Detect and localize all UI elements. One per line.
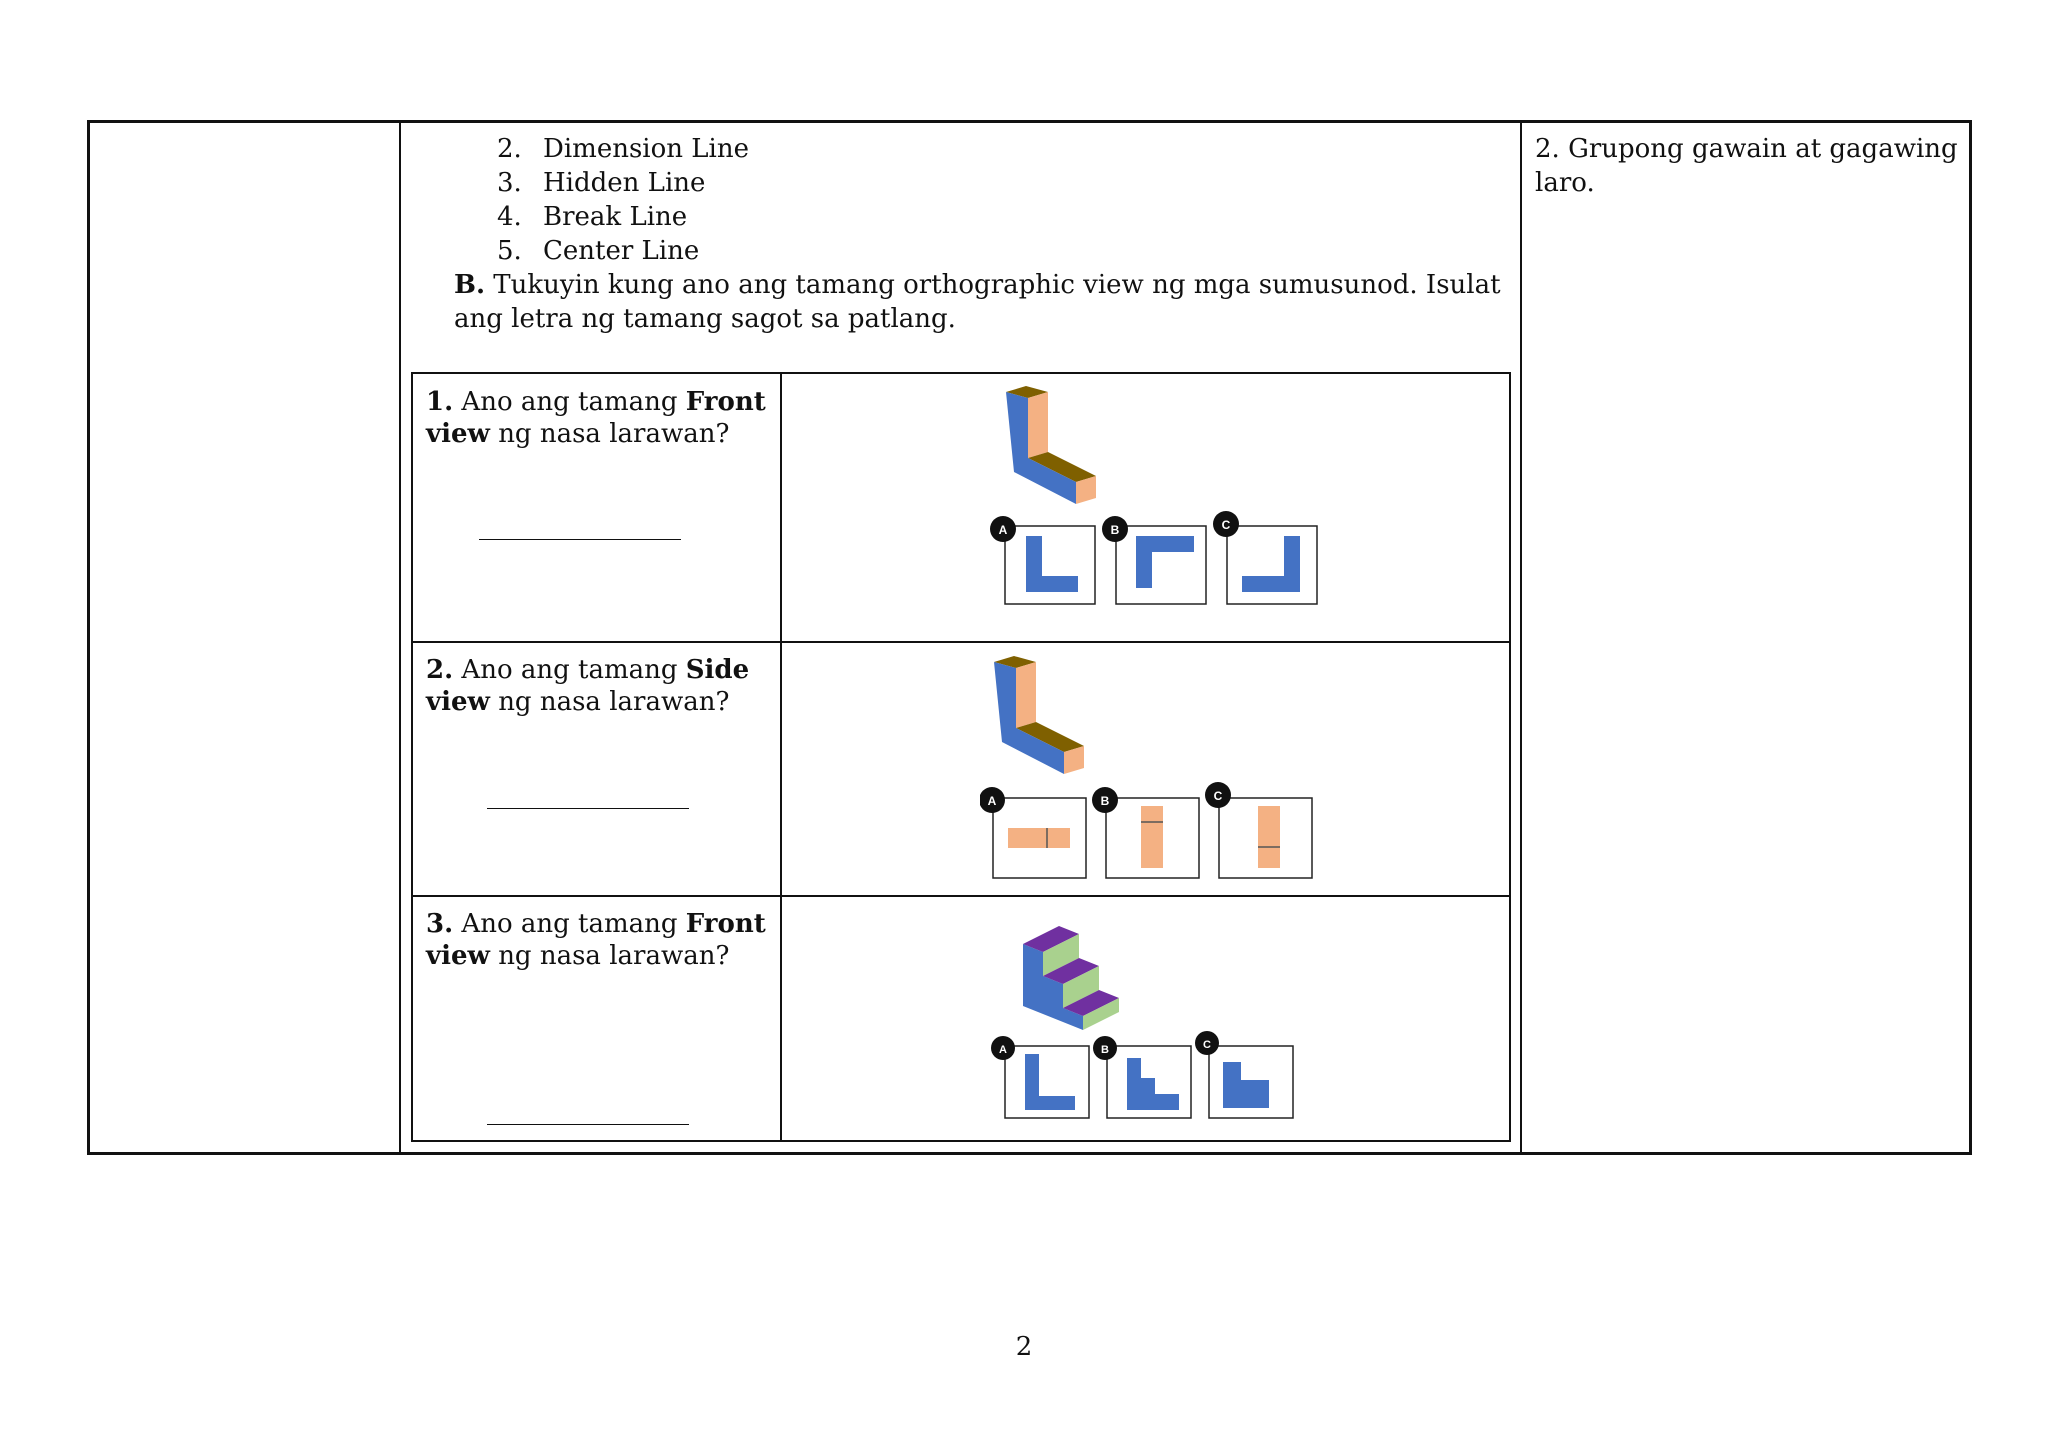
option-c-badge: C: [1213, 511, 1239, 537]
question-2: 2. Ano ang tamang Side view ng nasa lara…: [426, 655, 750, 717]
lesson-table: [87, 120, 1972, 1155]
svg-text:B: B: [1111, 523, 1120, 537]
options-2: [992, 797, 1313, 879]
option-a-badge: A: [980, 787, 1005, 813]
svg-text:A: A: [999, 1044, 1007, 1056]
answer-blank-3[interactable]: [487, 1124, 689, 1125]
svg-text:C: C: [1214, 789, 1223, 803]
stairs-isometric: [1023, 926, 1119, 1030]
figure-3: A B C: [991, 926, 1294, 1119]
instruction-letter: B.: [454, 270, 486, 300]
column-divider-1: [399, 123, 401, 1152]
l-block-isometric-2: [994, 656, 1084, 774]
option-b-badge: B: [1102, 516, 1128, 542]
question-1: 1. Ano ang tamang Front view ng nasa lar…: [426, 387, 766, 449]
activity-note: 2. Grupong gawain at gagawing laro.: [1535, 134, 1958, 198]
svg-text:C: C: [1203, 1039, 1211, 1051]
line-types-list: 2.Dimension Line 3.Hidden Line 4.Break L…: [497, 132, 749, 268]
svg-text:A: A: [988, 794, 997, 808]
row-divider-2: [413, 895, 1509, 897]
column-divider-2: [1520, 123, 1522, 1152]
questions-table: 1. Ano ang tamang Front view ng nasa lar…: [411, 372, 1511, 1142]
column-divider: [780, 374, 782, 1140]
instruction-b: B. Tukuyin kung ano ang tamang orthograp…: [454, 268, 1514, 336]
list-item: 3.Hidden Line: [497, 168, 706, 198]
svg-text:B: B: [1101, 794, 1110, 808]
options-1: [1004, 525, 1318, 605]
list-item: 5.Center Line: [497, 236, 700, 266]
answer-blank-1[interactable]: [479, 539, 681, 540]
row-divider-1: [413, 641, 1509, 643]
svg-text:B: B: [1101, 1044, 1109, 1056]
option-a-badge: A: [990, 516, 1016, 542]
figure-2: A B C: [980, 656, 1313, 879]
list-item: 2.Dimension Line: [497, 134, 749, 164]
option-b-badge: B: [1092, 787, 1118, 813]
option-c-badge: C: [1195, 1031, 1219, 1055]
page-number: 2: [1015, 1332, 1033, 1362]
list-item: 4.Break Line: [497, 202, 688, 232]
figure-1: A B C: [990, 386, 1318, 605]
question-3: 3. Ano ang tamang Front view ng nasa lar…: [426, 909, 766, 971]
instruction-text: Tukuyin kung ano ang tamang orthographic…: [454, 270, 1501, 334]
options-3: [1004, 1045, 1294, 1119]
svg-text:A: A: [999, 523, 1008, 537]
option-c-badge: C: [1205, 782, 1231, 808]
svg-text:C: C: [1222, 518, 1231, 532]
l-block-isometric-1: [1006, 386, 1096, 504]
option-a-badge: A: [991, 1036, 1015, 1060]
option-b-badge: B: [1093, 1036, 1117, 1060]
answer-blank-2[interactable]: [487, 808, 689, 809]
